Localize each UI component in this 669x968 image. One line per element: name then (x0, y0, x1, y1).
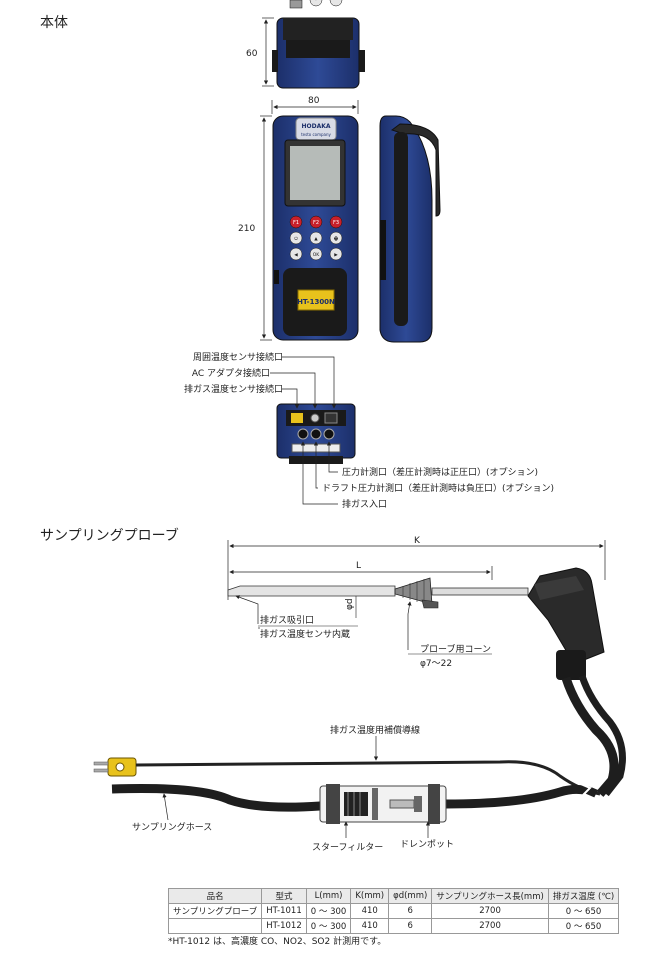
table-cell: 6 (388, 903, 433, 919)
table-cell: サンプリングプローブ (167, 903, 263, 919)
table-cell: 0 ～ 300 (305, 918, 352, 934)
spec-table: 品名 型式 L(mm) K(mm) φd(mm) サンプリングホース長(mm) … (167, 888, 620, 934)
device-key-label: 🖶 (334, 236, 339, 242)
table-cell: 0 ～ 650 (547, 903, 620, 919)
callout-lines-probe (235, 595, 412, 650)
table-header: 品名 (167, 888, 263, 904)
device-key-label: OK (313, 252, 321, 258)
dim-height-front-label: 210 (238, 224, 255, 234)
dim-K-label: K (414, 536, 421, 546)
device-key (289, 215, 303, 229)
label-probe-cone: プローブ用コーン (420, 643, 491, 655)
device-key (289, 247, 303, 261)
dim-height-top: 60 (246, 17, 274, 87)
section-title-body: 本体 (40, 15, 68, 31)
device-key (329, 231, 343, 245)
table-cell: 410 (350, 903, 390, 919)
section-title-probe: サンプリングプローブ (40, 528, 179, 544)
device-key-label: ◀ (294, 253, 298, 258)
table-cell: 410 (350, 918, 390, 934)
table-header: L(mm) (305, 888, 352, 904)
device-key (309, 247, 323, 261)
device-key-label: ▭ (334, 0, 338, 2)
table-cell: 0 ～ 300 (305, 903, 352, 919)
device-key (289, 0, 303, 9)
label-suction-port: 排ガス吸引口 (260, 614, 314, 626)
label-ambient-port: 周囲温度センサ接続口 (193, 351, 283, 363)
device-key-label: F2 (313, 220, 319, 226)
device-key (309, 231, 323, 245)
label-draft-port: ドラフト圧力計測口（差圧計測時は負圧口）(オプション) (322, 482, 554, 494)
probe-tube (227, 577, 529, 609)
callout-lines-connectors (270, 356, 338, 505)
dim-height-front: 210 (238, 115, 272, 341)
dim-width: 80 (271, 96, 359, 114)
device-side-view (379, 115, 441, 343)
device-top-view (272, 17, 365, 89)
label-exhaust-inlet: 排ガス入口 (342, 498, 387, 510)
device-key (309, 0, 323, 7)
device-key-label: F1 (293, 220, 299, 226)
probe-handle (527, 567, 626, 797)
sampling-hose (111, 781, 599, 812)
table-header: 排ガス温度 (℃) (547, 888, 620, 904)
device-key (329, 215, 343, 229)
table-cell: 2700 (431, 903, 549, 919)
label-compensation-wire: 排ガス温度用補償導線 (330, 724, 420, 736)
device-model: HT-1300N (297, 298, 335, 306)
device-key (329, 0, 343, 7)
table-header: φd(mm) (388, 888, 433, 904)
table-cell: HT-1012 (261, 918, 307, 934)
label-star-filter: スターフィルター (312, 842, 383, 853)
device-brand: HODAKA (301, 123, 330, 130)
table-header: K(mm) (350, 888, 390, 904)
dim-phi-label: φd (345, 598, 355, 610)
table-cell: 6 (388, 918, 433, 934)
label-drain-pot: ドレンポット (400, 839, 454, 850)
device-key (289, 231, 303, 245)
device-key (329, 247, 343, 261)
device-key-label: ▶ (334, 253, 338, 258)
label-ac-port: AC アダプタ接続口 (192, 367, 270, 379)
dim-L: L (229, 561, 493, 580)
label-exhaust-sensor-port: 排ガス温度センサ接続口 (184, 383, 283, 395)
device-key (309, 215, 323, 229)
table-cell: 2700 (431, 918, 549, 934)
filter-drain-assembly (319, 784, 447, 824)
table-note: *HT-1012 は、高濃度 CO、NO2、SO2 計測用です。 (168, 937, 387, 947)
table-cell (167, 918, 263, 934)
table-header: サンプリングホース長(mm) (431, 888, 549, 904)
table-header-row: 品名 型式 L(mm) K(mm) φd(mm) サンプリングホース長(mm) … (167, 888, 620, 904)
table-cell: 0 ～ 650 (547, 918, 620, 934)
dim-width-label: 80 (308, 96, 320, 106)
table-header: 型式 (261, 888, 307, 904)
device-key-label: ▼ (314, 0, 318, 2)
table-row: サンプリングプローブ HT-1011 0 ～ 300 410 6 2700 0 … (167, 903, 620, 919)
label-pressure-port: 圧力計測口（差圧計測時は正圧口）(オプション) (342, 466, 538, 478)
device-key-label: ▲ (314, 237, 318, 242)
dim-height-top-label: 60 (246, 49, 258, 59)
label-cone-size: φ7～22 (420, 659, 452, 669)
label-sampling-hose: サンプリングホース (132, 821, 212, 833)
device-brand-sub: testo company (301, 132, 331, 137)
device-key-label: ⏻ (294, 236, 298, 242)
device-keypad: F1 F2 F3 ⏻ ▲ 🖶 ◀ OK ▶ ▼ ▭ (289, 0, 343, 261)
label-built-in-sensor: 排ガス温度センサ内蔵 (260, 628, 350, 640)
callout-hose (162, 793, 169, 821)
dim-L-label: L (356, 561, 361, 571)
table-row: HT-1012 0 ～ 300 410 6 2700 0 ～ 650 (167, 918, 620, 934)
device-key-label: F3 (333, 220, 339, 226)
table-cell: HT-1011 (261, 903, 307, 919)
